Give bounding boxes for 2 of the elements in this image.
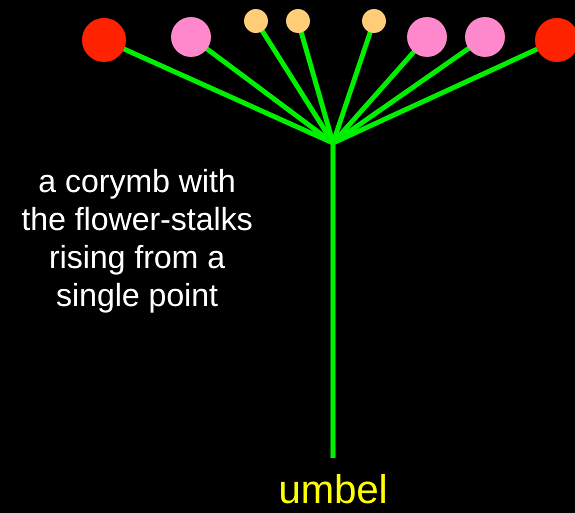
description-text: a corymb with the flower-stalks rising from a single point xyxy=(20,162,254,314)
caption: umbel xyxy=(278,468,388,512)
